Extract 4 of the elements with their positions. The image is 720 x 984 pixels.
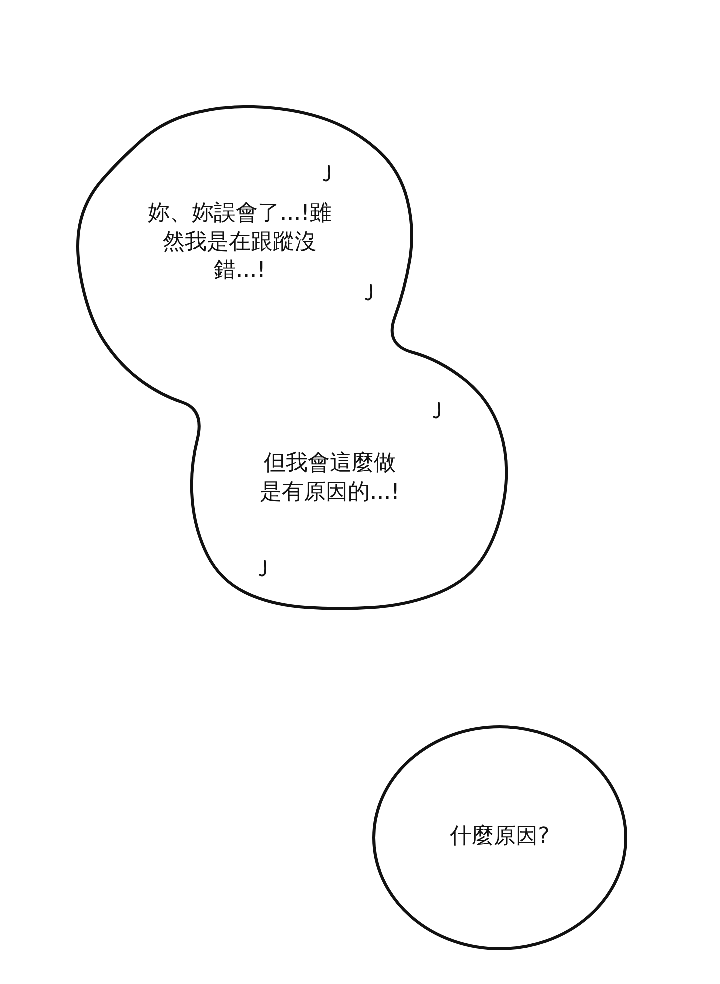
speech-bubble — [372, 725, 628, 951]
speech-text: 妳、妳誤會了...!雖然我是在跟蹤沒錯...! — [147, 200, 333, 286]
speech-text: 但我會這麼做是有原因的...! — [259, 450, 401, 507]
speech-text: 什麼原因? — [449, 823, 551, 851]
